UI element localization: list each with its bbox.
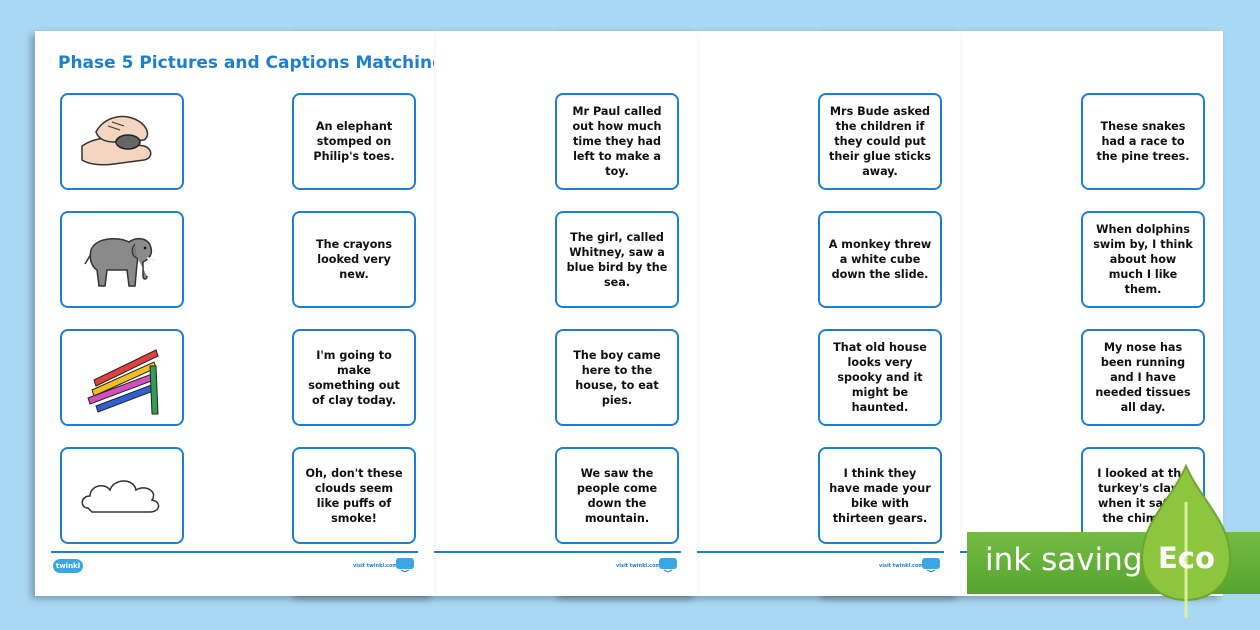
ink-saving-text: ink saving bbox=[985, 542, 1143, 578]
eco-label: Eco bbox=[1158, 541, 1215, 575]
caption-text: Mr Paul called out how much time they ha… bbox=[572, 105, 662, 178]
caption-text: Oh, don't these clouds seem like puffs o… bbox=[305, 466, 403, 525]
worksheet-page-4: These snakes had a race to the pine tree… bbox=[824, 31, 1223, 596]
caption-card: The girl, called Whitney, saw a blue bir… bbox=[555, 211, 679, 308]
badge-icon bbox=[922, 558, 940, 573]
caption-text: My nose has been running and I have need… bbox=[1095, 341, 1191, 414]
caption-card: We saw the people come down the mountain… bbox=[555, 447, 679, 544]
badge-icon bbox=[659, 558, 677, 573]
page-title: Phase 5 Pictures and Captions Matching bbox=[58, 53, 434, 73]
caption-text: The girl, called Whitney, saw a blue bir… bbox=[566, 230, 668, 289]
footer-url: visit twinkl.com bbox=[616, 563, 661, 569]
caption-text: I'm going to make something out of clay … bbox=[308, 348, 400, 407]
hands-holding-clay-icon bbox=[81, 115, 152, 166]
elephant-icon bbox=[84, 237, 156, 287]
caption-card: An elephant stomped on Philip's toes. bbox=[292, 93, 416, 190]
picture-card bbox=[60, 329, 184, 426]
caption-text: An elephant stomped on Philip's toes. bbox=[313, 120, 395, 163]
eco-leaf-icon bbox=[1140, 463, 1232, 618]
picture-card bbox=[60, 211, 184, 308]
caption-card: Oh, don't these clouds seem like puffs o… bbox=[292, 447, 416, 544]
caption-text: A monkey threw a white cube down the sli… bbox=[828, 238, 932, 281]
caption-text: We saw the people come down the mountain… bbox=[576, 466, 658, 525]
caption-card: The boy came here to the house, to eat p… bbox=[555, 329, 679, 426]
cloud-icon bbox=[81, 479, 160, 513]
footer-divider bbox=[314, 551, 681, 553]
caption-card: Mr Paul called out how much time they ha… bbox=[555, 93, 679, 190]
caption-card: A monkey threw a white cube down the sli… bbox=[818, 211, 942, 308]
caption-text: When dolphins swim by, I think about how… bbox=[1093, 223, 1193, 296]
caption-text: Mrs Bude asked the children if they coul… bbox=[828, 105, 931, 178]
caption-card: That old house looks very spooky and it … bbox=[818, 329, 942, 426]
caption-text: The boy came here to the house, to eat p… bbox=[573, 348, 661, 407]
caption-text: I think they have made your bike with th… bbox=[829, 466, 931, 525]
footer-divider bbox=[51, 551, 418, 553]
caption-card: My nose has been running and I have need… bbox=[1081, 329, 1205, 426]
caption-card: These snakes had a race to the pine tree… bbox=[1081, 93, 1205, 190]
caption-card: When dolphins swim by, I think about how… bbox=[1081, 211, 1205, 308]
picture-card bbox=[60, 93, 184, 190]
twinkl-logo: twinkl bbox=[53, 559, 83, 573]
badge-icon bbox=[396, 558, 414, 573]
caption-card: I'm going to make something out of clay … bbox=[292, 329, 416, 426]
crayons-icon bbox=[87, 348, 159, 414]
caption-card: Mrs Bude asked the children if they coul… bbox=[818, 93, 942, 190]
caption-text: The crayons looked very new. bbox=[315, 238, 393, 281]
caption-card: I think they have made your bike with th… bbox=[818, 447, 942, 544]
caption-text: These snakes had a race to the pine tree… bbox=[1096, 120, 1190, 163]
caption-card: The crayons looked very new. bbox=[292, 211, 416, 308]
footer-url: visit twinkl.com bbox=[353, 563, 398, 569]
footer-divider bbox=[577, 551, 944, 553]
picture-card bbox=[60, 447, 184, 544]
caption-text: That old house looks very spooky and it … bbox=[833, 341, 927, 414]
footer-url: visit twinkl.com bbox=[879, 563, 924, 569]
worksheet-page-1: Phase 5 Pictures and Captions Matching bbox=[35, 31, 434, 596]
